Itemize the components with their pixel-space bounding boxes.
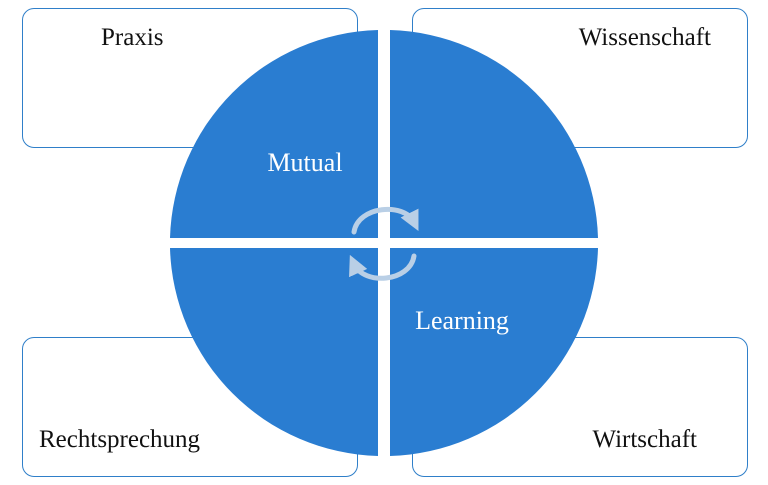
cycle-arrow-bottom — [349, 253, 417, 281]
label-praxis: Praxis — [101, 24, 164, 51]
cycle-arrows-icon — [349, 206, 419, 281]
box-wissenschaft: Wissenschaft — [412, 8, 748, 148]
label-wissenschaft: Wissenschaft — [578, 24, 711, 51]
label-rechtsprechung: Rechtsprechung — [39, 426, 201, 453]
quadrant-top-right — [390, 30, 598, 238]
quadrant-bottom-right — [390, 248, 598, 456]
label-mutual: Mutual — [267, 148, 342, 177]
quadrant-bottom-left — [170, 248, 378, 456]
label-wirtschaft: Wirtschaft — [592, 426, 697, 453]
quadrant-top-left — [170, 30, 378, 238]
cycle-arrow-top — [351, 206, 419, 235]
label-learning: Learning — [415, 306, 509, 335]
